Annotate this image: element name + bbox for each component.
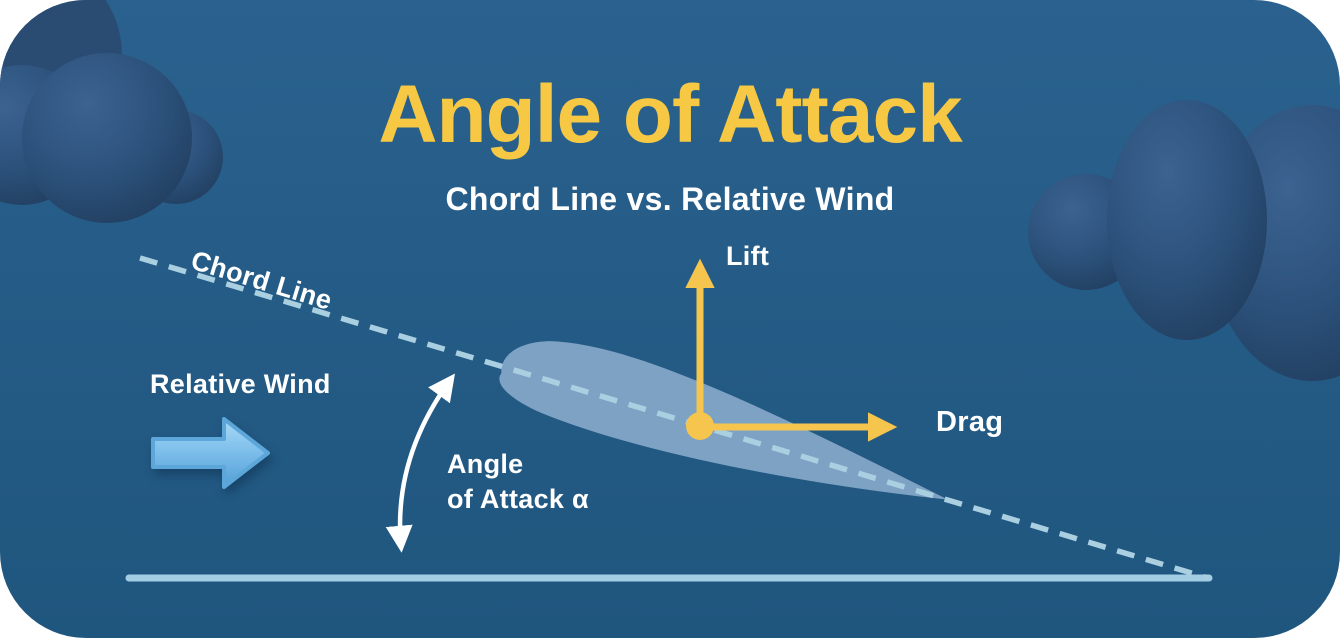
page-title: Angle of Attack <box>378 69 962 160</box>
cloud-3d-left-icon <box>0 0 223 223</box>
center-of-pressure-dot <box>686 412 714 440</box>
angle-of-attack-arc-arrow <box>385 373 455 553</box>
drag-label: Drag <box>936 406 1004 438</box>
airfoil-shape <box>499 341 948 500</box>
cloud-3d-right-icon <box>1028 100 1340 381</box>
relative-wind-label: Relative Wind <box>150 369 331 399</box>
page-subtitle: Chord Line vs. Relative Wind <box>445 181 895 217</box>
chord-line-dashed <box>139 255 1209 581</box>
lift-label: Lift <box>726 241 770 271</box>
angle-of-attack-label: Angle of Attack α <box>447 449 589 514</box>
relative-wind-arrow-icon <box>151 417 270 489</box>
